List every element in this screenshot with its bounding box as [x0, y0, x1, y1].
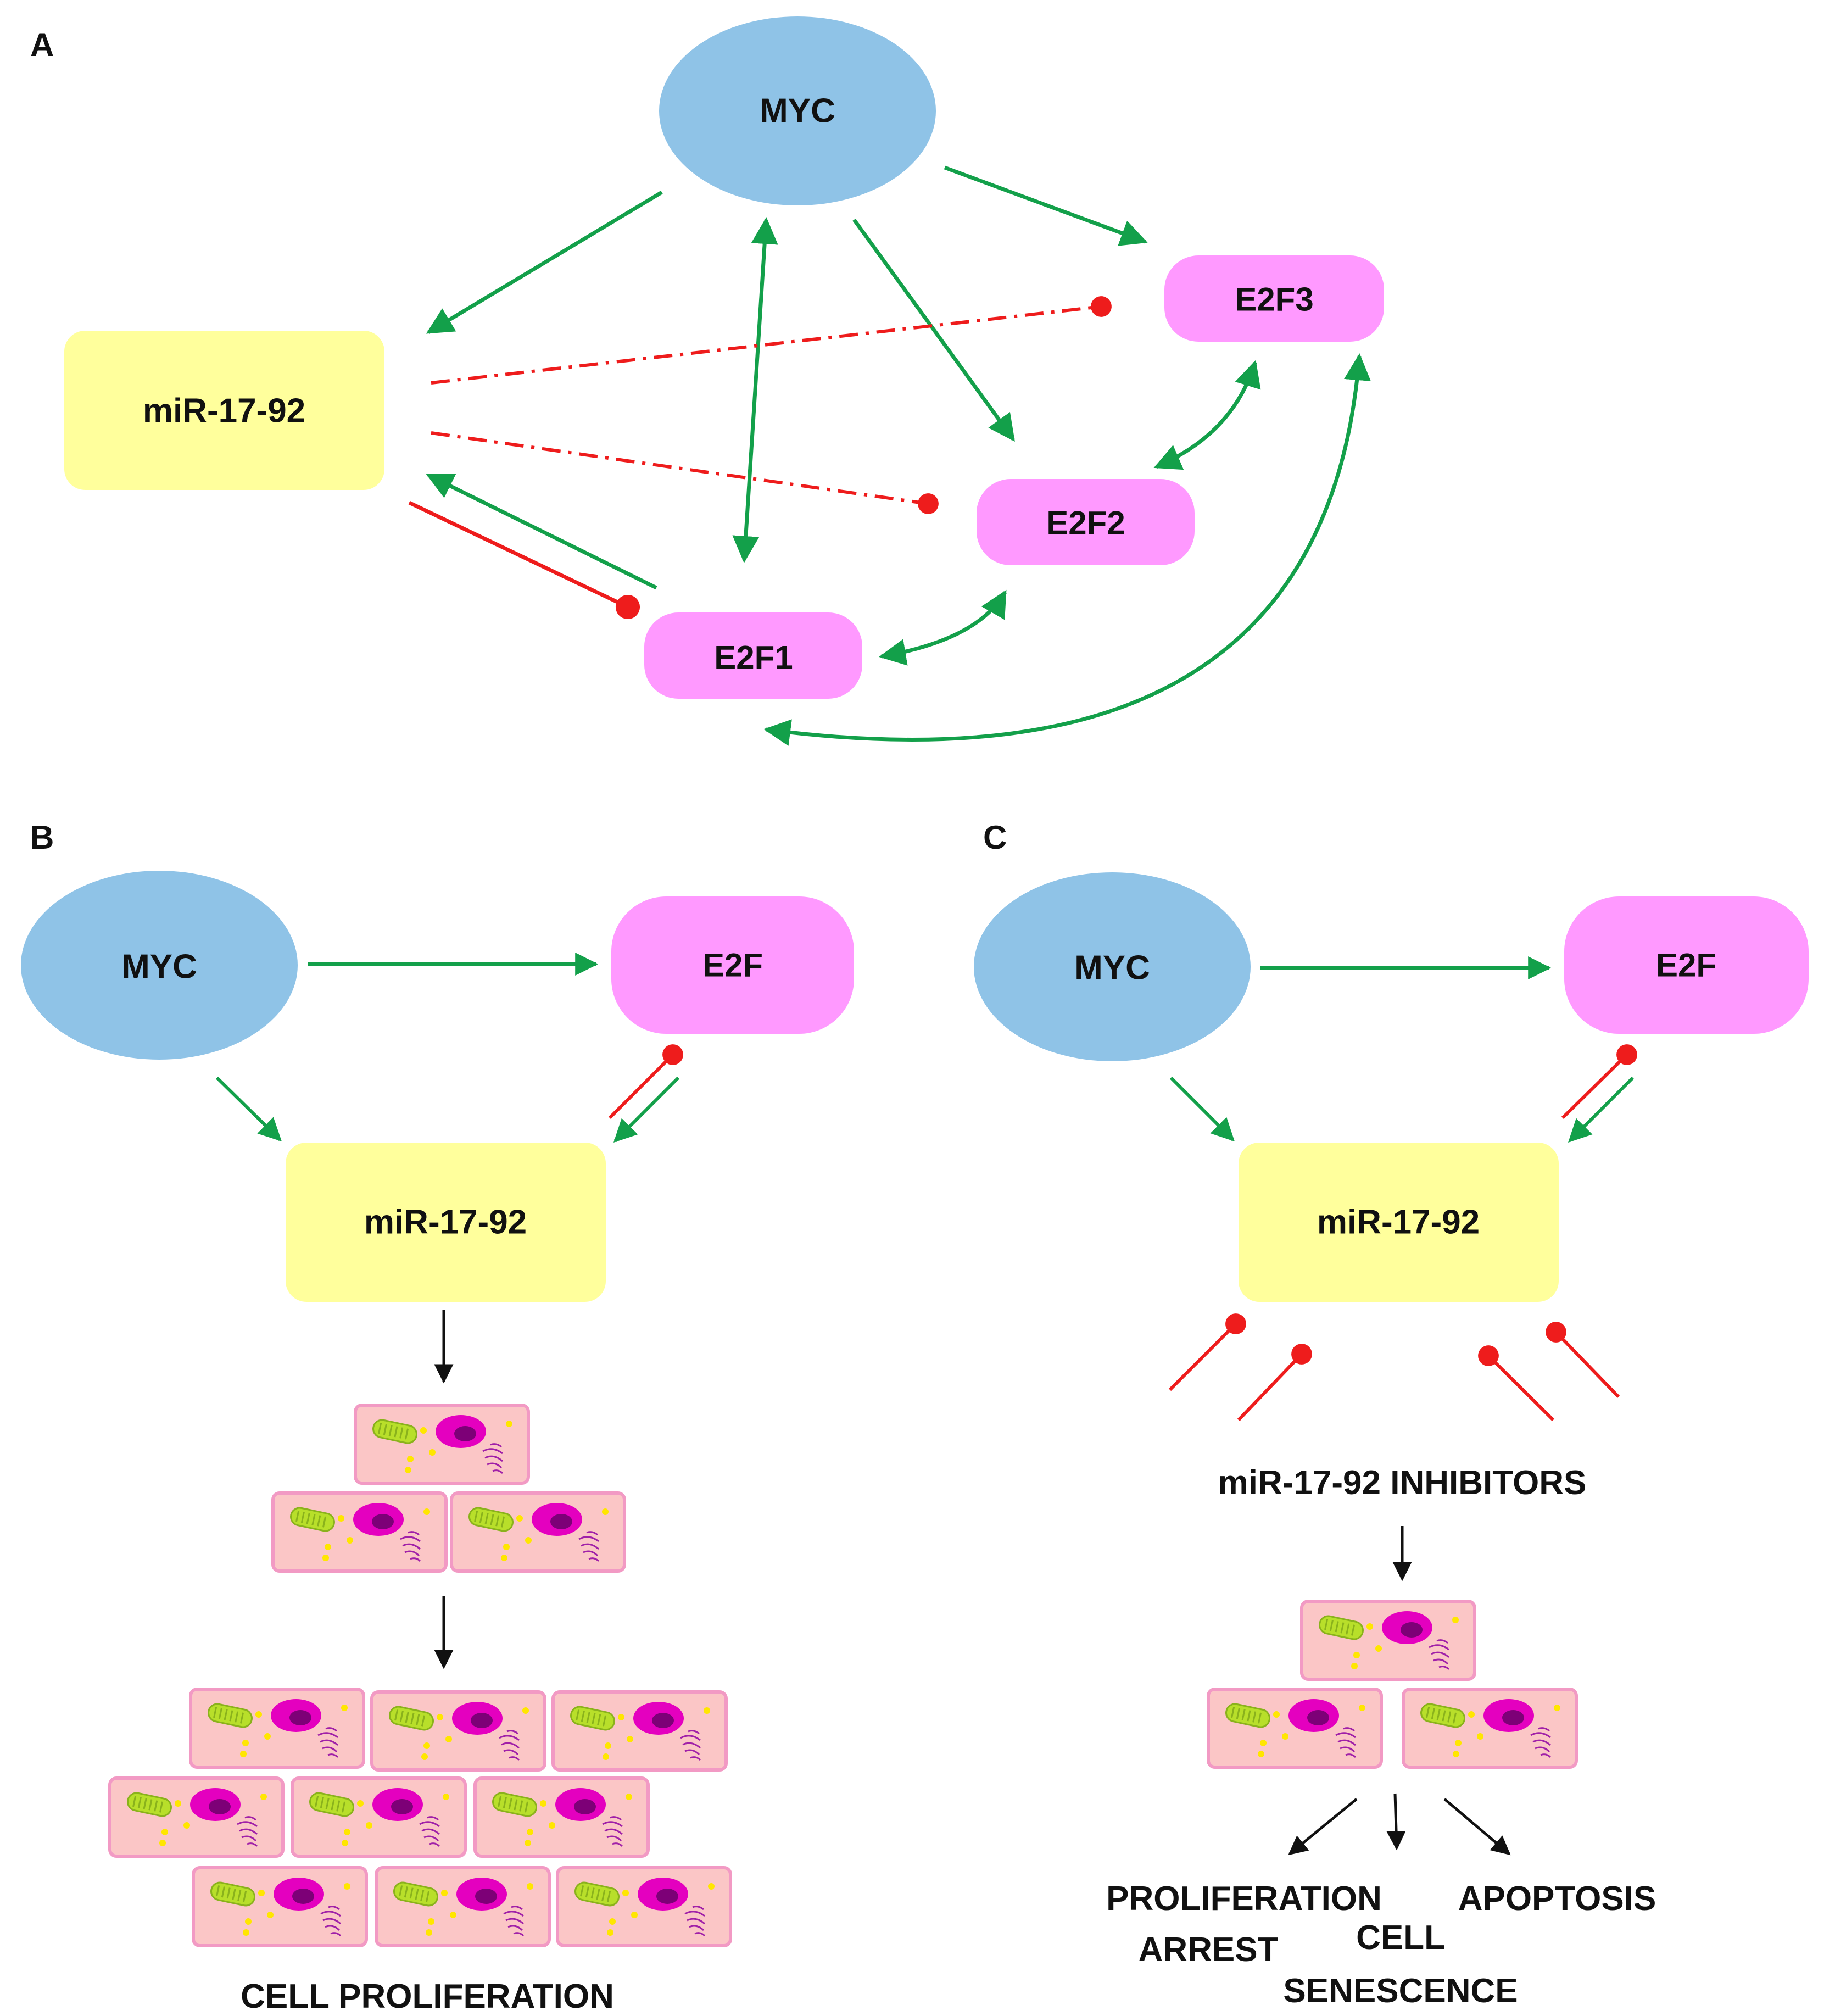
cell [553, 1692, 726, 1770]
node-c-myc-label: MYC [1074, 949, 1150, 987]
outcome-cell: CELL [1356, 1919, 1445, 1957]
edge-e2f1-activates-mir [426, 473, 657, 590]
node-mir-17-92: miR-17-92 [64, 331, 384, 490]
edge-myc-activates-e2f2 [852, 218, 1015, 442]
cell [1302, 1601, 1475, 1679]
node-e2f2: E2F2 [977, 479, 1195, 565]
outcome-cell-proliferation: CELL PROLIFERATION [241, 1978, 614, 2015]
edge-c-mir-inhibits-e2f [1561, 1044, 1637, 1120]
node-e2f3: E2F3 [1164, 255, 1384, 342]
inhibitor-line [1478, 1345, 1555, 1422]
edge-b-mir-inhibits-e2f [608, 1044, 683, 1120]
node-b-e2f-label: E2F [702, 947, 763, 984]
panel-label-b: B [30, 819, 54, 856]
edge-b-e2f-activates-mir [613, 1076, 680, 1143]
node-c-myc: MYC [974, 872, 1251, 1061]
node-myc-label: MYC [760, 92, 835, 130]
edge-myc-activates-mir [426, 190, 663, 335]
cell [273, 1493, 446, 1571]
panel-label-c: C [983, 819, 1007, 856]
node-e2f1-label: E2F1 [714, 639, 793, 676]
cell [372, 1692, 545, 1770]
cell [451, 1493, 624, 1571]
node-e2f2-label: E2F2 [1046, 505, 1125, 542]
cell [292, 1778, 465, 1856]
panel-label-a: A [30, 26, 54, 63]
mir-inhibitors-label: miR-17-92 INHIBITORS [1218, 1464, 1587, 1502]
node-c-mir-label: miR-17-92 [1317, 1204, 1480, 1241]
outcome-senescence: SENESCENCE [1283, 1972, 1518, 2010]
outcome-apoptosis: APOPTOSIS [1458, 1880, 1656, 1918]
edge-mir-inhibits-e2f3 [431, 296, 1112, 385]
cell [1208, 1689, 1381, 1767]
node-e2f1: E2F1 [644, 612, 862, 699]
cell [193, 1868, 366, 1946]
cell [376, 1868, 549, 1946]
arrow-c-to-proliferation-arrest [1288, 1798, 1358, 1856]
cell-cluster-c [1208, 1601, 1576, 1767]
arrow-c-to-senescence [1386, 1793, 1406, 1851]
cell [1403, 1689, 1576, 1767]
node-c-e2f-label: E2F [1656, 947, 1716, 984]
inhibitor-line [1546, 1322, 1620, 1399]
cell [557, 1868, 730, 1946]
edge-myc-e2f1-bidirectional [732, 217, 778, 563]
node-myc: MYC [659, 16, 936, 205]
arrow-c-to-apoptosis [1443, 1798, 1511, 1856]
edge-b-myc-activates-mir [215, 1076, 282, 1141]
cell [355, 1405, 528, 1483]
edge-mir-inhibits-e2f2 [431, 431, 939, 514]
node-b-myc: MYC [21, 871, 298, 1060]
outcome-proliferation: PROLIFERATION [1106, 1880, 1382, 1918]
inhibitor-symbols [1168, 1313, 1620, 1422]
outcome-arrest: ARREST [1139, 1931, 1279, 1969]
inhibitor-line [1237, 1344, 1312, 1422]
edge-e2f1-e2f3-bidirectional [763, 353, 1371, 746]
node-c-e2f: E2F [1564, 896, 1809, 1034]
edge-e2f1-e2f2-bidirectional [879, 589, 1007, 666]
cell-cluster-b-large [110, 1689, 730, 1946]
inhibitor-line [1168, 1313, 1246, 1391]
node-b-myc-label: MYC [121, 948, 197, 986]
node-b-mir-label: miR-17-92 [364, 1204, 527, 1241]
edge-c-myc-activates-mir [1169, 1076, 1235, 1141]
edge-c-e2f-activates-mir [1568, 1076, 1635, 1143]
edge-mir-inhibits-e2f1 [408, 500, 640, 620]
node-mir-label: miR-17-92 [143, 392, 305, 430]
cell [475, 1778, 648, 1856]
edge-e2f2-e2f3-bidirectional [1153, 360, 1261, 470]
cell [110, 1778, 283, 1856]
cell-cluster-b-small [273, 1405, 624, 1571]
node-e2f3-label: E2F3 [1235, 281, 1313, 318]
node-b-mir-17-92: miR-17-92 [286, 1143, 606, 1302]
node-c-mir-17-92: miR-17-92 [1239, 1143, 1559, 1302]
cell [191, 1689, 364, 1767]
node-b-e2f: E2F [611, 896, 854, 1034]
edge-myc-activates-e2f3 [944, 165, 1148, 246]
